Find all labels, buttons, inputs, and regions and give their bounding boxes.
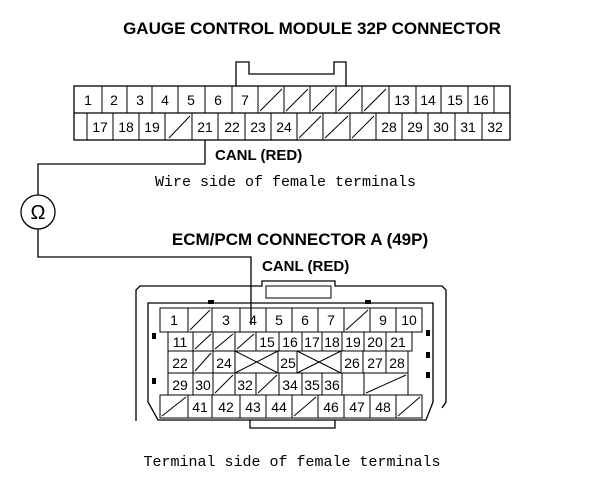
pin-label: 28 (389, 355, 405, 371)
pin-label: 35 (304, 377, 320, 393)
pin-label: 42 (218, 399, 234, 415)
pin-label: 25 (280, 355, 296, 371)
pin-label: 30 (195, 377, 211, 393)
pin-label: 16 (282, 334, 298, 350)
pin-label: 47 (349, 399, 365, 415)
pin-label: 19 (345, 334, 361, 350)
pin-label: 4 (161, 92, 169, 108)
ecm-row2-labels: 11 15 16 17 18 19 20 21 (173, 334, 406, 350)
gauge-row1-labels: 1 2 3 4 5 6 7 13 14 15 16 (84, 92, 489, 108)
gauge-connector-shell (73, 61, 511, 141)
pin-label: 32 (237, 377, 253, 393)
ecm-row5-labels: 41 42 43 44 46 47 48 (192, 399, 391, 415)
pin-label: 18 (324, 334, 340, 350)
pin-label: 21 (390, 334, 406, 350)
pin-label: 20 (367, 334, 383, 350)
pin-label: 24 (276, 119, 292, 135)
pin-label: 24 (216, 355, 232, 371)
gauge-probe-label: CANL (RED) (215, 147, 302, 164)
pin-label: 16 (473, 92, 489, 108)
pin-label: 9 (379, 312, 387, 328)
probe-wire (37, 140, 206, 195)
pin-label: 29 (172, 377, 188, 393)
pin-label: 22 (172, 355, 188, 371)
pin-label: 7 (241, 92, 249, 108)
pin-label: 29 (407, 119, 423, 135)
pin-label: 26 (344, 355, 360, 371)
pin-label: 1 (84, 92, 92, 108)
ecm-view-caption: Terminal side of female terminals (143, 454, 440, 471)
gauge-connector-title: GAUGE CONTROL MODULE 32P CONNECTOR (123, 19, 501, 38)
pin-label: 44 (271, 399, 287, 415)
ecm-row3-labels: 22 24 25 26 27 28 (172, 355, 405, 371)
pin-label: 34 (282, 377, 298, 393)
pin-label: 2 (110, 92, 118, 108)
ecm-probe-label: CANL (RED) (262, 258, 349, 275)
pin-label: 1 (170, 312, 178, 328)
pin-label: 13 (394, 92, 410, 108)
ecm-row4-labels: 29 30 32 34 35 36 (172, 377, 340, 393)
gauge-view-caption: Wire side of female terminals (155, 174, 416, 191)
pin-label: 6 (214, 92, 222, 108)
ecm-connector-shell (135, 280, 447, 429)
pin-label: 17 (92, 119, 108, 135)
pin-label: 5 (187, 92, 195, 108)
pin-label: 7 (327, 312, 335, 328)
pin-label: 3 (222, 312, 230, 328)
pin-label: 5 (275, 312, 283, 328)
probe-wire (37, 229, 252, 325)
pin-label: 11 (173, 334, 188, 350)
ohmmeter-icon: Ω (20, 194, 56, 230)
pin-label: 19 (144, 119, 160, 135)
pin-label: 27 (367, 355, 383, 371)
pin-label: 22 (224, 119, 240, 135)
pin-label: 15 (259, 334, 275, 350)
pin-label: 31 (460, 119, 476, 135)
pin-label: 48 (375, 399, 391, 415)
pin-label: 3 (136, 92, 144, 108)
pin-label: 36 (324, 377, 340, 393)
ecm-grid (159, 307, 423, 419)
pin-label: 6 (301, 312, 309, 328)
ecm-connector-title: ECM/PCM CONNECTOR A (49P) (172, 230, 428, 249)
pin-label: 17 (304, 334, 320, 350)
pin-label: 15 (447, 92, 463, 108)
pin-label: 30 (433, 119, 449, 135)
pin-label: 18 (118, 119, 134, 135)
pin-label: 21 (197, 119, 213, 135)
pin-label: 23 (250, 119, 266, 135)
pin-label: 14 (420, 92, 436, 108)
ohm-symbol: Ω (31, 202, 46, 224)
pin-label: 4 (249, 312, 257, 328)
pin-label: 32 (487, 119, 503, 135)
pin-label: 10 (401, 312, 417, 328)
ecm-row1-labels: 1 3 4 5 6 7 9 10 (170, 312, 417, 328)
pin-label: 28 (381, 119, 397, 135)
pin-label: 41 (192, 399, 208, 415)
pin-label: 43 (245, 399, 261, 415)
gauge-row2-labels: 17 18 19 21 22 23 24 28 29 30 31 32 (92, 119, 503, 135)
pin-label: 46 (323, 399, 339, 415)
